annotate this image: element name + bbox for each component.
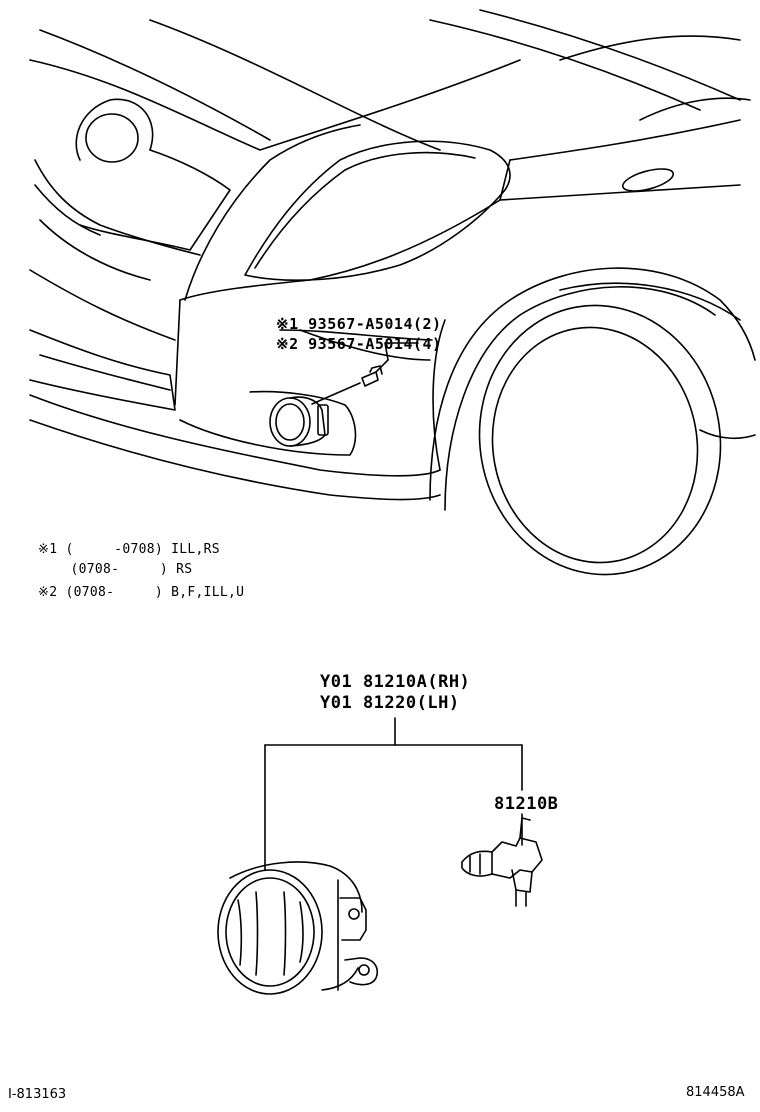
fog-lamp-rh-callout: Y01 81210A(RH) [320,672,471,692]
footer-right-code: 814458A [686,1085,745,1100]
car-body-outline [30,10,755,594]
fog-lamp-installed [270,383,360,446]
note-line-3: ※2 (0708- ) B,F,ILL,U [38,585,245,600]
leader-lines [265,718,522,870]
screw-icon [280,330,432,386]
footer-left-code: I-813163 [8,1087,67,1102]
fog-lamp-lh-callout: Y01 81220(LH) [320,693,460,713]
bulb-callout: 81210B [494,794,559,814]
note-line-2: (0708- ) RS [38,562,193,577]
screw-callout-1: ※1 93567-A5014(2) [276,315,442,333]
fog-lamp-unit [218,862,377,994]
bulb-icon [462,818,542,906]
screw-callout-2: ※2 93567-A5014(4) [276,335,442,353]
note-line-1: ※1 ( -0708) ILL,RS [38,542,220,557]
